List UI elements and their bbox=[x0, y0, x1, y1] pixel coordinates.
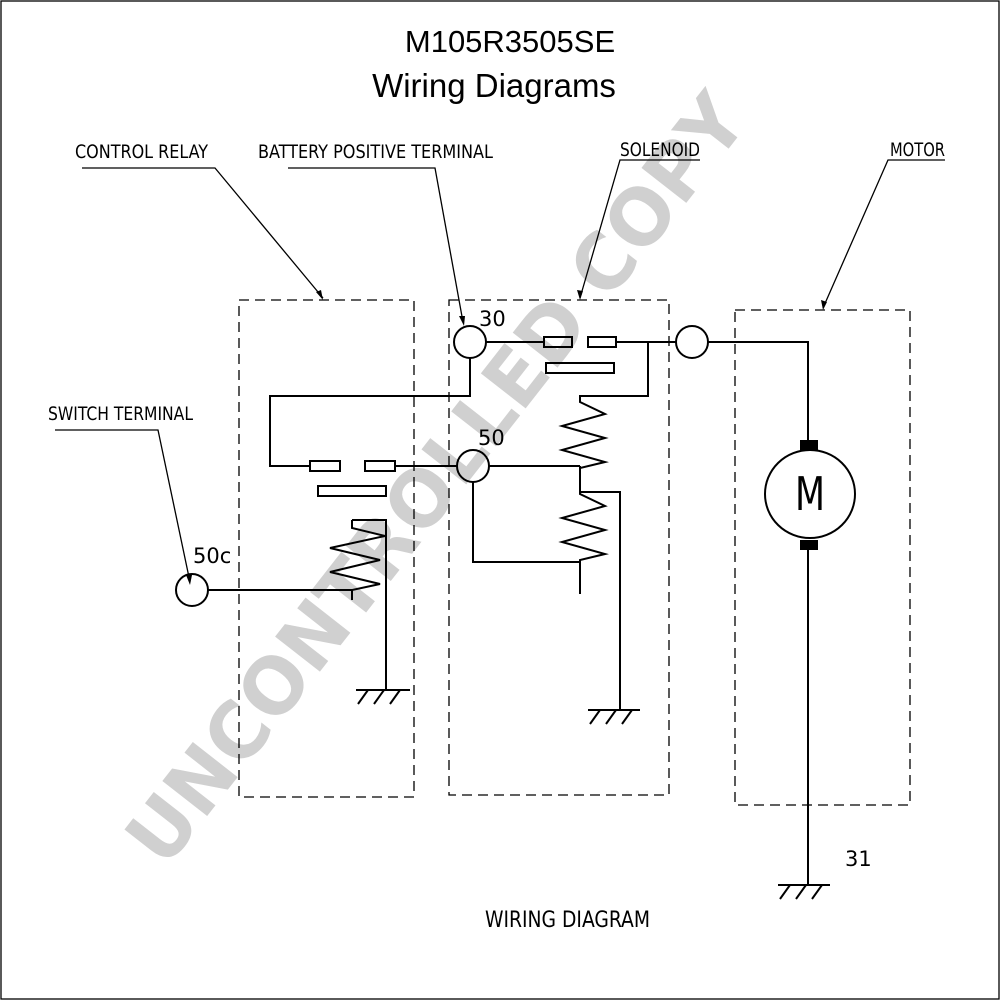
motor-leader bbox=[821, 159, 945, 310]
control-relay-label: CONTROL RELAY bbox=[75, 141, 209, 163]
solenoid-box bbox=[448, 299, 670, 796]
page-subtitle: Wiring Diagrams bbox=[372, 67, 616, 104]
control-relay-leader bbox=[82, 167, 324, 300]
solenoid-label: SOLENOID bbox=[620, 139, 700, 161]
control-relay-circuit bbox=[208, 358, 471, 705]
motor-label: MOTOR bbox=[890, 139, 945, 161]
motor-symbol-letter: M bbox=[795, 467, 825, 521]
solenoid-circuit bbox=[472, 336, 676, 725]
motor-feed-terminal-circle bbox=[675, 325, 709, 359]
battery-terminal-leader bbox=[288, 167, 465, 326]
terminal-50c-label: 50c bbox=[193, 544, 231, 568]
switch-terminal-leader bbox=[55, 429, 192, 585]
motor-circuit bbox=[708, 341, 856, 900]
part-number-title: M105R3505SE bbox=[405, 24, 615, 59]
solenoid-leader bbox=[577, 159, 700, 300]
watermark-text: UNCONTROLLED COPY bbox=[109, 77, 766, 882]
battery-positive-terminal-label: BATTERY POSITIVE TERMINAL bbox=[258, 141, 493, 163]
motor-armature-circle bbox=[764, 449, 856, 539]
terminal-50-label: 50 bbox=[478, 426, 505, 450]
motor-brush-bottom bbox=[800, 540, 818, 550]
footer-caption: WIRING DIAGRAM bbox=[485, 908, 650, 933]
motor-brush-top bbox=[800, 440, 818, 450]
switch-terminal-label: SWITCH TERMINAL bbox=[48, 403, 193, 425]
terminal-30-label: 30 bbox=[479, 307, 506, 331]
motor-box bbox=[734, 309, 911, 806]
terminal-50c-circle bbox=[175, 573, 209, 607]
terminal-31-label: 31 bbox=[845, 847, 872, 871]
control-relay-box bbox=[238, 299, 415, 798]
